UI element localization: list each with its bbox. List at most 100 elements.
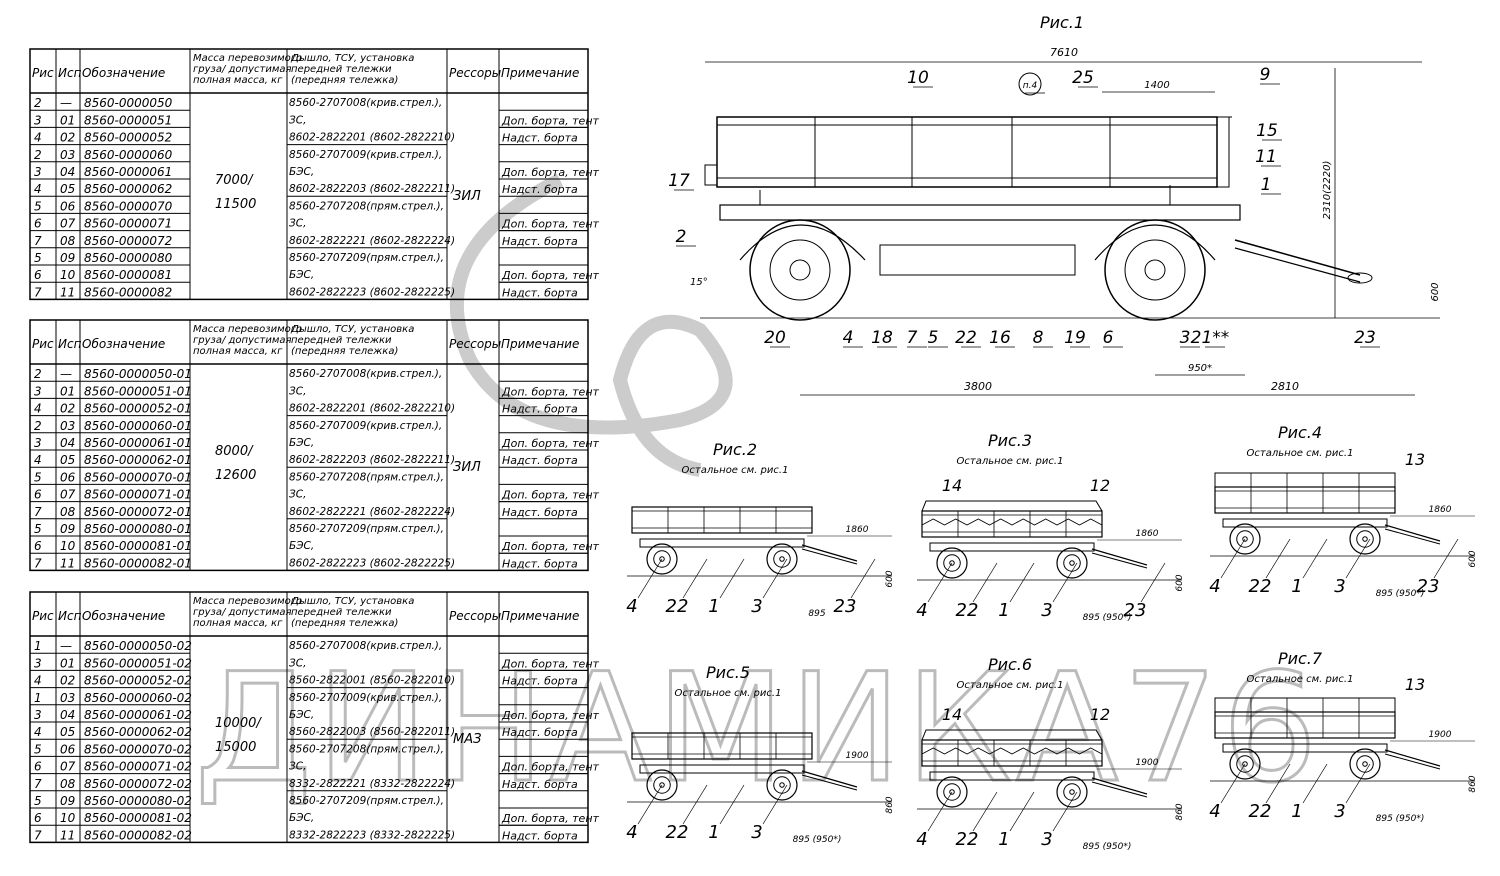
- drawbar-text: БЭС,: [289, 540, 314, 552]
- header-designation: Обозначение: [82, 609, 165, 623]
- callout: 22: [956, 829, 979, 850]
- callout: 4: [1209, 576, 1220, 597]
- table-cell: 2: [34, 148, 42, 162]
- leader-line: [1052, 791, 1078, 832]
- leader-line: [719, 784, 745, 825]
- table-cell: 8560-0000081-01: [84, 539, 192, 553]
- watermark-text: ДИНАМИКА76: [195, 642, 1321, 816]
- dim: 1860: [1136, 529, 1159, 539]
- callout: 13: [1405, 675, 1425, 694]
- frame: [1222, 518, 1388, 528]
- wheel-hub: [659, 556, 665, 562]
- callout: 21**: [1191, 328, 1230, 348]
- frame: [929, 771, 1095, 781]
- wheel-rim: [1236, 755, 1254, 773]
- drawbar-text: БЭС,: [289, 269, 314, 281]
- table-cell: 2: [34, 367, 42, 381]
- mass-value: 12600: [215, 468, 256, 483]
- table-cell: 4: [34, 131, 42, 145]
- table-cell: 07: [60, 760, 76, 774]
- wheel: [766, 769, 798, 801]
- table-cell: 5: [34, 742, 42, 756]
- note-text: Доп. борта, тент: [501, 761, 600, 774]
- note-text: Надст. борта: [502, 132, 578, 145]
- table-cell: 6: [34, 760, 42, 774]
- table-cell: 8560-0000051-02: [84, 656, 192, 670]
- drawbar: [801, 548, 858, 565]
- table-cell: 8560-0000050-01: [84, 367, 192, 381]
- table-cell: 8560-0000061: [84, 165, 172, 179]
- callout: 22: [666, 822, 689, 843]
- table-cell: 08: [60, 505, 76, 519]
- header-mass: груза/ допустимая: [193, 335, 292, 346]
- drawbar-text: 8560-2707008(крив.стрел.),: [289, 368, 442, 380]
- dim: 895 (950*): [1083, 613, 1132, 623]
- wheel-hub: [1069, 789, 1075, 795]
- drawbar: [1091, 781, 1148, 798]
- table-cell: 11: [60, 556, 75, 570]
- header-mass: Масса перевозимого: [193, 596, 302, 607]
- drawbar-text: 8560-2822003 (8560-2822011): [289, 726, 455, 738]
- drawbar-text: БЭС,: [289, 166, 314, 178]
- callout: 25: [1072, 68, 1094, 88]
- drawbar-text: 8602-2822223 (8602-2822225): [289, 557, 455, 569]
- tent: [921, 500, 1103, 512]
- drawbar: [1234, 247, 1361, 283]
- drawbar-text: 8602-2822201 (8602-2822210): [289, 132, 455, 144]
- table-cell: 4: [34, 453, 42, 467]
- wheel-rim: [1236, 530, 1254, 548]
- header-drawbar: передней тележки: [291, 335, 392, 346]
- toolbox: [879, 244, 1076, 276]
- leader-line: [927, 791, 953, 832]
- trailer-body: [631, 506, 813, 534]
- drawbar: [801, 770, 858, 788]
- table-cell: 07: [60, 217, 76, 231]
- note-text: Доп. борта, тент: [501, 709, 600, 722]
- table-cell: 8560-0000072-01: [84, 505, 192, 519]
- table-cell: 8560-0000080-02: [84, 794, 192, 808]
- dim: 1860: [846, 525, 869, 535]
- note-text: Доп. борта, тент: [501, 657, 600, 670]
- header-drawbar: (передняя тележка): [291, 618, 398, 629]
- drawbar: [1384, 524, 1441, 542]
- drawbar-text: 8602-2822203 (8602-2822211): [289, 183, 455, 195]
- dim-rear: 2810: [1271, 380, 1299, 393]
- leader-line: [1140, 562, 1166, 603]
- callout: 1: [1291, 576, 1302, 597]
- table-cell: 03: [60, 419, 75, 433]
- leader-line: [682, 784, 708, 825]
- trailer-body: [631, 732, 813, 760]
- callout: 14: [942, 705, 962, 724]
- table-cell: 8560-0000051: [84, 113, 172, 127]
- table-cell: 8560-0000051-01: [84, 384, 192, 398]
- wheel-rim: [653, 776, 671, 794]
- drawbar-text: 8332-2822223 (8332-2822225): [289, 829, 455, 841]
- dim-total: 7610: [1050, 46, 1078, 59]
- wheel-hub: [1069, 560, 1075, 566]
- wheel-rim: [943, 554, 961, 572]
- table-cell: 04: [60, 436, 75, 450]
- drawbar: [1234, 239, 1361, 276]
- extra-sides: [1214, 472, 1396, 488]
- fig1-title: Рис.1: [1040, 13, 1084, 32]
- table-cell: 7: [34, 556, 42, 570]
- drawbar-text: 8560-2822001 (8560-2822010): [289, 675, 455, 687]
- table-cell: 05: [60, 453, 75, 467]
- callout: 3: [751, 596, 762, 617]
- callout: 5: [928, 328, 939, 348]
- table-cell: 7: [34, 234, 42, 248]
- header-mass: полная масса, кг: [193, 346, 283, 357]
- dim: 600: [1468, 550, 1478, 567]
- table-cell: 8560-0000070: [84, 199, 173, 213]
- drawbar-text: 8560-2707009(крив.стрел.),: [289, 692, 442, 704]
- leader-line: [1302, 763, 1328, 804]
- drawbar-eye: [1347, 272, 1373, 284]
- drawbar-text: ЗС,: [289, 218, 306, 230]
- table-cell: 09: [60, 522, 75, 536]
- wheel: [749, 219, 851, 321]
- leader-line: [637, 784, 663, 825]
- note-text: Надст. борта: [502, 235, 578, 248]
- table-cell: 06: [60, 470, 76, 484]
- table-cell: 8560-0000050: [84, 96, 173, 110]
